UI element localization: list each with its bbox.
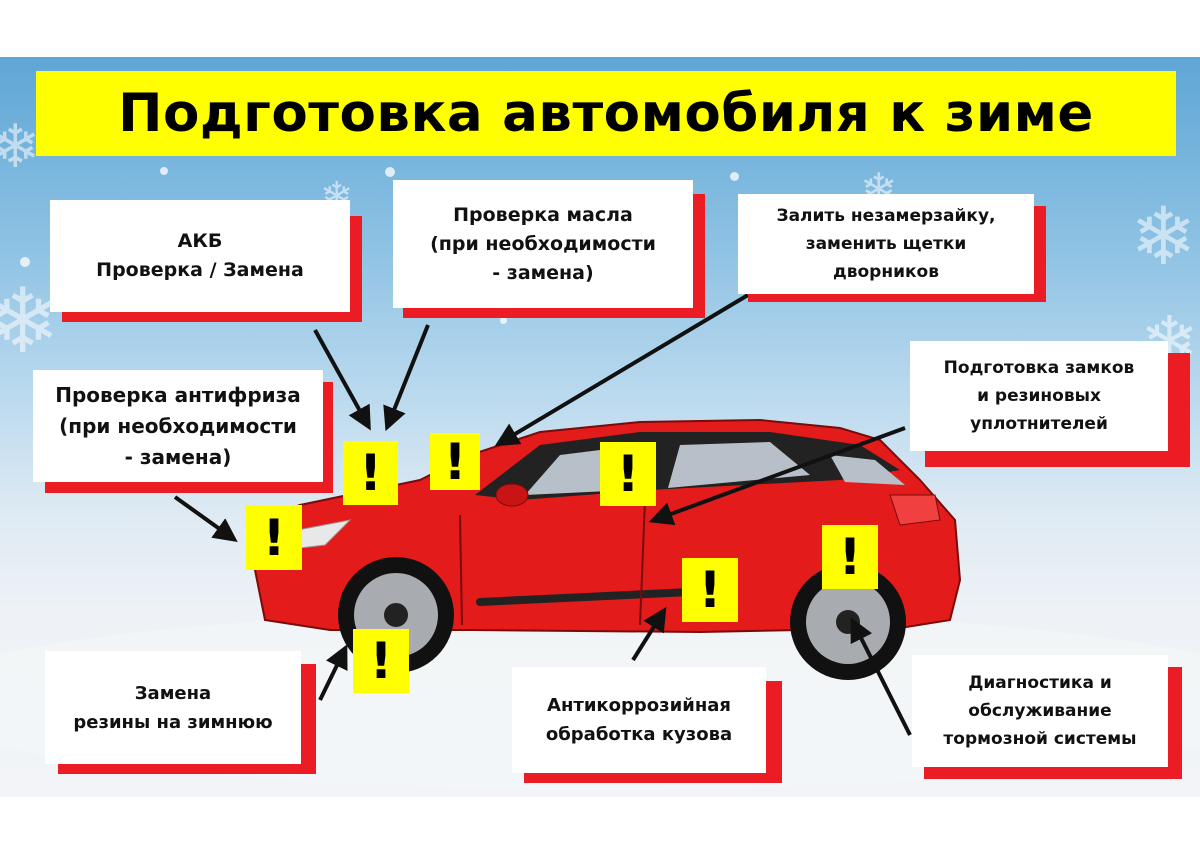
callout-antifreeze: Проверка антифриза (при необходимости - … <box>33 370 333 493</box>
callout-text: и резиновых <box>977 386 1101 406</box>
exclamation-glyph: ! <box>359 444 382 502</box>
callout-text: обслуживание <box>968 701 1112 721</box>
callout-locks-seals: Подготовка замков и резиновых уплотнител… <box>910 341 1190 467</box>
title-banner: Подготовка автомобиля к зиме <box>36 71 1176 156</box>
snowflake-icon: ❄ <box>0 112 41 182</box>
exclamation-warning-icon: ! <box>343 441 398 505</box>
exclamation-warning-icon: ! <box>430 433 480 490</box>
callout-text: (при необходимости <box>59 413 297 438</box>
exclamation-glyph: ! <box>262 508 286 567</box>
snow-dot <box>385 167 395 177</box>
callout-text: - замена) <box>492 261 594 284</box>
callout-text: заменить щетки <box>805 234 967 254</box>
callout-washer-wipers: Залить незамерзайку, заменить щетки двор… <box>738 194 1046 302</box>
callout-text: Проверка масла <box>453 203 633 226</box>
callout-text: (при необходимости <box>430 232 656 255</box>
callout-battery: АКБ Проверка / Замена <box>50 200 362 322</box>
pointer-arrows <box>173 293 912 736</box>
callout-text: Антикоррозийная <box>547 695 731 716</box>
callout-anticorrosion: Антикоррозийная обработка кузова <box>512 667 782 783</box>
callout-text: Проверка / Замена <box>96 259 304 281</box>
callout-text: резины на зимнюю <box>73 711 273 733</box>
exclamation-warning-icon: ! <box>246 505 302 570</box>
page-title: Подготовка автомобиля к зиме <box>118 83 1094 144</box>
callout-tires: Замена резины на зимнюю <box>45 651 316 774</box>
callout-text: Подготовка замков <box>943 358 1135 378</box>
exclamation-glyph: ! <box>698 561 722 619</box>
exclamation-glyph: ! <box>369 632 393 690</box>
callout-text: Залить незамерзайку, <box>776 206 996 226</box>
snow-dot <box>730 172 739 181</box>
callout-text: Проверка антифриза <box>55 382 301 407</box>
callout-text: уплотнителей <box>970 414 1108 434</box>
snow-dot <box>20 257 30 267</box>
callout-text: Замена <box>134 682 212 704</box>
exclamation-warning-icon: ! <box>600 442 656 506</box>
exclamation-warning-icon: ! <box>353 629 409 693</box>
callout-text: АКБ <box>177 230 223 252</box>
callout-text: обработка кузова <box>545 724 733 745</box>
callout-brakes: Диагностика и обслуживание тормозной сис… <box>912 655 1182 779</box>
callout-text: Диагностика и <box>968 673 1112 693</box>
callout-oil: Проверка масла (при необходимости - заме… <box>393 180 705 318</box>
exclamation-warning-icon: ! <box>682 558 738 622</box>
snow-dot <box>160 167 168 175</box>
snow-dot <box>500 317 507 324</box>
exclamation-glyph: ! <box>838 528 862 586</box>
callout-text: тормозной системы <box>943 729 1137 749</box>
exclamation-glyph: ! <box>616 445 640 503</box>
callout-text: дворников <box>833 262 939 282</box>
poster: ❄ ❄ ❄ ❄ ❄ ❄ Подготовка автомобиля к зиме <box>0 57 1200 797</box>
exclamation-glyph: ! <box>443 432 467 491</box>
callout-text: - замена) <box>124 444 232 469</box>
snowflake-icon: ❄ <box>1130 190 1198 283</box>
exclamation-warning-icon: ! <box>822 525 878 589</box>
